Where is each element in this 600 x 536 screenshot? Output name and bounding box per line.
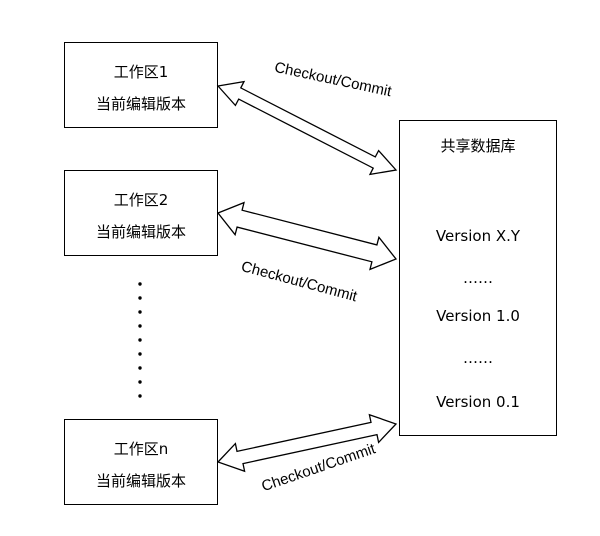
version-1-0: Version 1.0 [436, 307, 520, 325]
vertical-ellipsis-dots [138, 282, 142, 398]
repository-title: 共享数据库 [440, 137, 516, 155]
workspace-1-box: 工作区1 当前编辑版本 [64, 42, 218, 128]
workspace-1-subtitle: 当前编辑版本 [95, 95, 186, 113]
double-arrow-3 [216, 413, 398, 473]
version-x-y: Version X.Y [435, 227, 521, 245]
workspace-1-title: 工作区1 [113, 63, 169, 81]
workspace-2-title: 工作区2 [113, 191, 169, 209]
double-arrow-2 [216, 201, 398, 271]
workspace-n-title: 工作区n [113, 440, 169, 458]
version-0-1: Version 0.1 [436, 393, 520, 411]
double-arrow-1 [216, 80, 398, 176]
version-ellipsis-2: …… [463, 349, 493, 367]
workspace-2-subtitle: 当前编辑版本 [95, 223, 186, 241]
edge-label-1: Checkout/Commit [273, 59, 394, 101]
edge-label-2: Checkout/Commit [239, 258, 359, 305]
shared-repository-box: 共享数据库 Version X.Y …… Version 1.0 …… Vers… [399, 120, 557, 436]
workspace-n-box: 工作区n 当前编辑版本 [64, 419, 218, 505]
workspace-n-subtitle: 当前编辑版本 [95, 472, 186, 490]
version-ellipsis-1: …… [463, 269, 493, 287]
